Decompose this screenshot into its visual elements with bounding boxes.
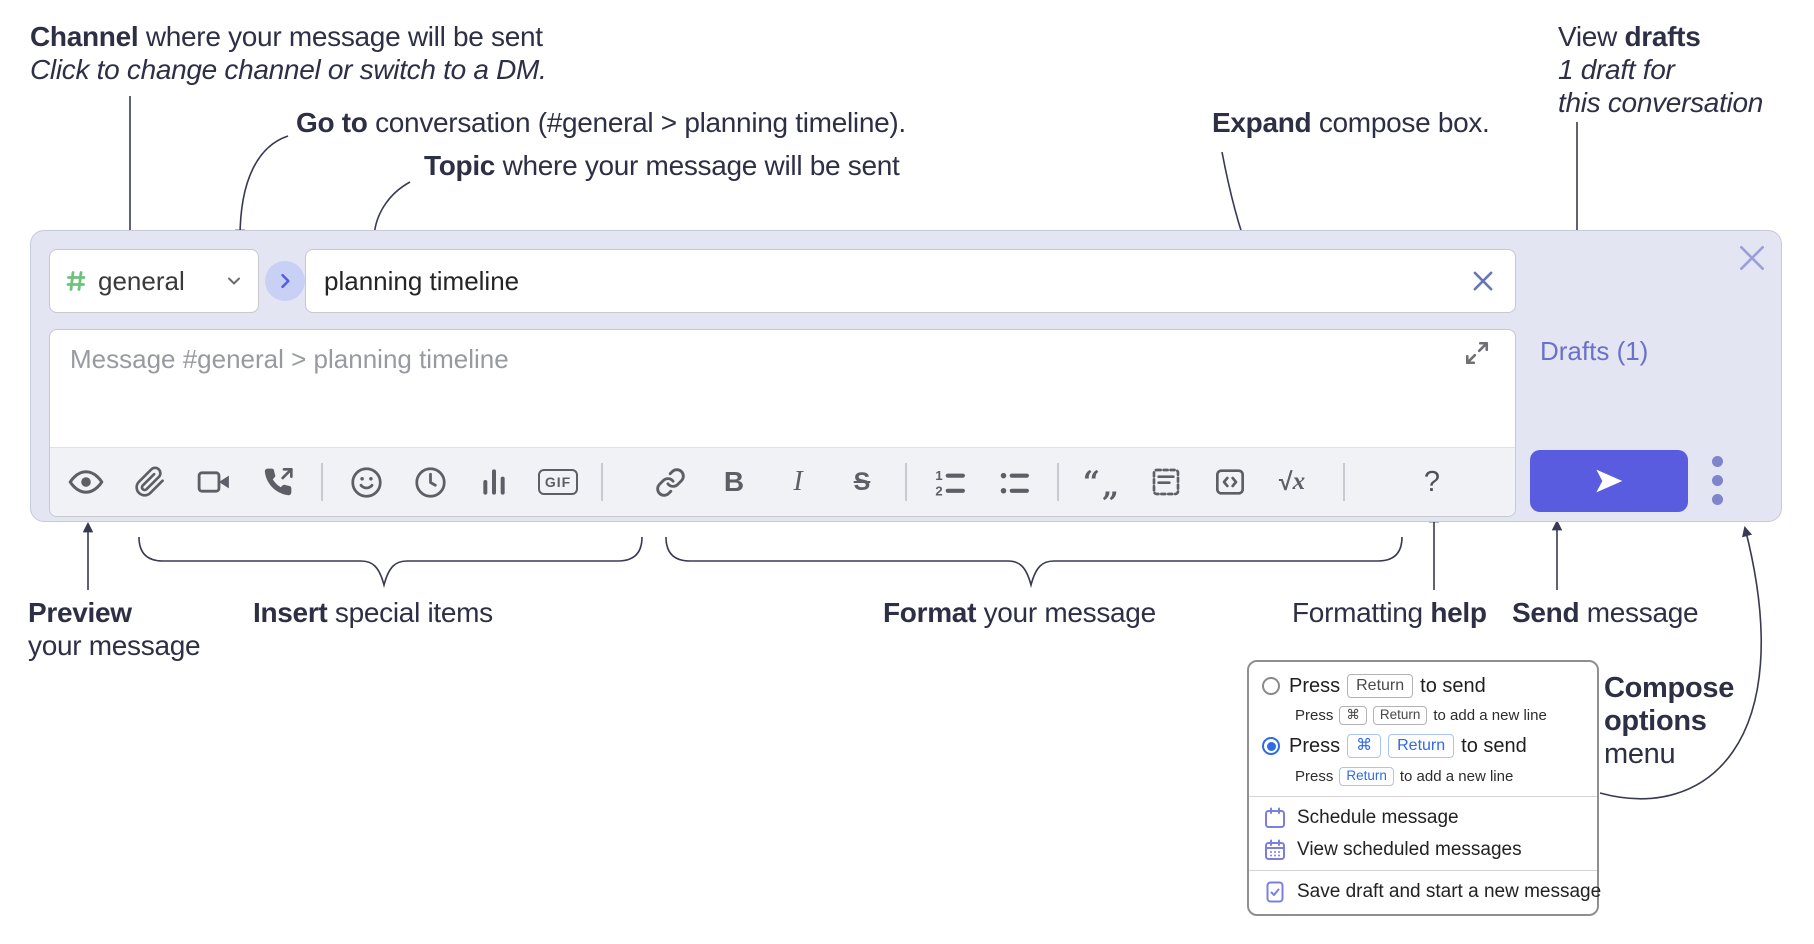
cmd-key: ⌘ — [1339, 706, 1367, 725]
radio-selected-icon[interactable] — [1262, 737, 1280, 755]
spoiler-icon[interactable] — [1146, 462, 1186, 502]
annotation-view-drafts: View drafts 1 draft for this conversatio… — [1558, 21, 1764, 118]
radio-unselected-icon[interactable] — [1262, 677, 1280, 695]
send-option-cmd-return-hint: Press Return to add a new line — [1295, 767, 1514, 786]
send-button[interactable] — [1530, 450, 1688, 512]
topic-value: planning timeline — [324, 265, 520, 296]
voice-call-icon[interactable] — [258, 462, 298, 502]
annotation-expand: Expand compose box. — [1212, 107, 1490, 138]
draft-document-icon — [1266, 881, 1284, 903]
annotation-send: Send message — [1512, 597, 1699, 628]
quote-icon[interactable]: “„ — [1082, 464, 1122, 504]
send-option-return[interactable]: Press Return to send — [1262, 674, 1486, 698]
annotation-topic: Topic where your message will be sent — [424, 150, 900, 181]
return-key: Return — [1347, 674, 1414, 698]
menu-item-save-draft[interactable]: Save draft and start a new message — [1263, 880, 1601, 904]
toolbar-divider — [601, 463, 603, 501]
close-compose-icon[interactable] — [1736, 242, 1768, 274]
expand-compose-icon[interactable] — [1464, 340, 1490, 366]
topic-input[interactable]: planning timeline — [305, 249, 1516, 313]
compose-box: general planning timeline Message #gener… — [30, 230, 1782, 522]
compose-options-popup: Press Return to send Press ⌘ Return to a… — [1247, 660, 1601, 916]
clear-topic-icon[interactable] — [1469, 267, 1497, 295]
return-key: Return — [1388, 734, 1455, 758]
chevron-right-icon — [281, 273, 290, 289]
return-key: Return — [1339, 767, 1394, 786]
annotation-go-to: Go to conversation (#general > planning … — [296, 107, 906, 138]
calendar-icon — [1265, 807, 1285, 828]
annotation-insert: Insert special items — [253, 597, 493, 628]
go-to-conversation-button[interactable] — [265, 261, 305, 301]
compose-toolbar: GIF B I S 1 2 — [50, 447, 1515, 516]
link-icon[interactable] — [650, 462, 690, 502]
bold-icon[interactable]: B — [723, 466, 745, 497]
message-compose-area[interactable]: Message #general > planning timeline — [49, 329, 1516, 517]
message-placeholder: Message #general > planning timeline — [70, 344, 509, 374]
return-key: Return — [1372, 706, 1428, 725]
time-mention-icon[interactable] — [410, 462, 450, 502]
annotation-preview: Preview your message — [28, 597, 201, 661]
menu-item-view-scheduled[interactable]: View scheduled messages — [1263, 838, 1522, 862]
annotation-format: Format your message — [883, 597, 1156, 628]
gif-icon[interactable]: GIF — [537, 462, 579, 502]
chevron-down-icon — [228, 277, 240, 285]
italic-icon[interactable]: I — [793, 466, 803, 497]
formatting-help-icon[interactable]: ? — [1423, 465, 1441, 498]
numbered-list-icon[interactable]: 1 2 — [930, 462, 970, 502]
annotation-formatting-help: Formatting help — [1292, 597, 1487, 628]
popup-divider — [1249, 796, 1597, 797]
annotation-channel: Channel where your message will be sent … — [30, 21, 547, 85]
toolbar-divider — [321, 463, 323, 501]
video-call-icon[interactable] — [194, 462, 234, 502]
emoji-icon[interactable] — [346, 462, 386, 502]
drafts-link[interactable]: Drafts (1) — [1540, 336, 1649, 366]
popup-divider — [1249, 870, 1597, 871]
svg-text:2: 2 — [935, 483, 942, 498]
preview-icon[interactable] — [66, 462, 106, 502]
toolbar-divider — [1057, 463, 1059, 501]
math-icon[interactable]: √x — [1278, 467, 1306, 496]
channel-hash-icon — [66, 271, 86, 291]
channel-name: general — [98, 265, 185, 296]
channel-selector[interactable]: general — [49, 249, 259, 313]
toolbar-divider — [1343, 463, 1345, 501]
poll-icon[interactable] — [474, 462, 514, 502]
compose-options-menu-icon[interactable] — [1712, 456, 1723, 505]
attach-file-icon[interactable] — [130, 462, 170, 502]
code-icon[interactable] — [1210, 462, 1250, 502]
bulleted-list-icon[interactable] — [994, 462, 1034, 502]
calendar-scheduled-icon — [1265, 839, 1285, 860]
cmd-key: ⌘ — [1347, 734, 1382, 758]
svg-text:1: 1 — [935, 467, 942, 482]
send-option-cmd-return[interactable]: Press ⌘ Return to send — [1262, 734, 1527, 758]
send-option-return-hint: Press ⌘ Return to add a new line — [1295, 706, 1547, 725]
send-icon — [1596, 469, 1623, 493]
strikethrough-icon[interactable]: S — [853, 467, 871, 496]
annotation-compose-options: Compose options menu — [1604, 672, 1735, 770]
toolbar-divider — [905, 463, 907, 501]
menu-item-schedule-message[interactable]: Schedule message — [1263, 806, 1459, 830]
